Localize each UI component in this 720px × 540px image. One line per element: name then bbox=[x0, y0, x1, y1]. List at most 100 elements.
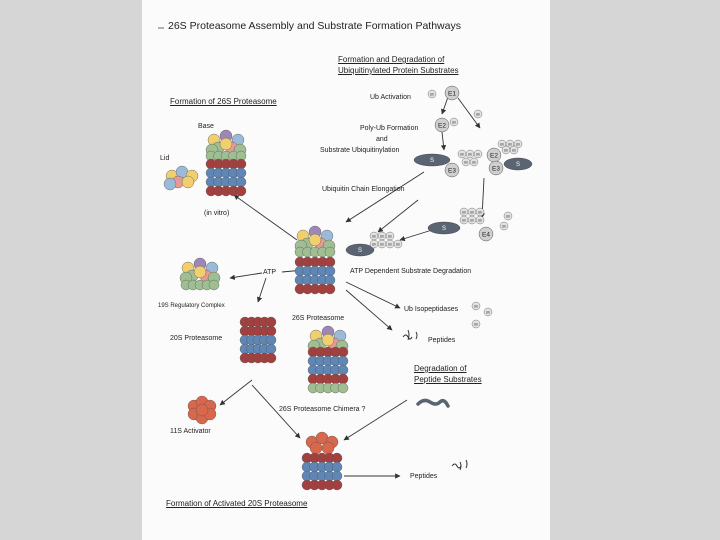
proteasome-26s-core bbox=[324, 256, 336, 268]
substrate-protein-elongated: S bbox=[442, 226, 446, 232]
proteasome-26s-cap-top bbox=[308, 233, 322, 247]
label-peptides-lower: Peptides bbox=[410, 473, 438, 480]
ub-tag bbox=[499, 221, 509, 231]
label-lid: Lid bbox=[160, 155, 170, 162]
ub-tag: Ub bbox=[476, 113, 481, 117]
proteasome-26s-chimera bbox=[321, 333, 335, 347]
header-ubiq-line1: Formation and Degradation of bbox=[338, 55, 445, 64]
ub-tag: Ub bbox=[502, 225, 507, 229]
ub-free: Ub bbox=[474, 305, 479, 309]
enzyme-e1: E1 bbox=[448, 91, 456, 98]
enzyme-e3: E3 bbox=[448, 168, 456, 175]
label-base: Base bbox=[198, 123, 214, 130]
arrow-atp-to-20s bbox=[256, 277, 267, 303]
lid-complex bbox=[181, 175, 195, 189]
peptide-squiggle-lower-1 bbox=[451, 463, 462, 469]
label-11s-activator: 11S Activator bbox=[170, 428, 211, 435]
substrate-protein-secondary bbox=[503, 157, 533, 171]
polyub-chain: Ub bbox=[388, 235, 393, 239]
arrow-atp-to-19s bbox=[229, 272, 263, 280]
ub-chain: Ub bbox=[460, 153, 465, 157]
proteasome-26s-chimera bbox=[337, 382, 349, 394]
proteasome-20s-core bbox=[265, 334, 277, 346]
regulatory-19s-complex bbox=[208, 279, 220, 291]
enzyme-e2-secondary: E2 bbox=[490, 153, 498, 160]
enzyme-e3 bbox=[444, 162, 460, 178]
enzyme-e1 bbox=[444, 85, 460, 101]
ub-chain-secondary: Ub bbox=[508, 143, 513, 147]
ub-tag bbox=[473, 109, 483, 119]
label-peptides-upper: Peptides bbox=[428, 337, 456, 344]
enzyme-e4 bbox=[478, 226, 494, 242]
label-26s-chimera: 26S Proteasome Chimera ? bbox=[279, 406, 366, 413]
ub-tag bbox=[427, 89, 437, 99]
substrate-with-polyub bbox=[345, 243, 375, 257]
pathway-arrows bbox=[219, 96, 485, 479]
label-26s-proteasome: 26S Proteasome bbox=[292, 315, 345, 322]
base-complex bbox=[219, 137, 233, 151]
label-poly-ub-line2: and bbox=[376, 136, 388, 143]
label-ub-isopeptidases: Ub Isopeptidases bbox=[404, 306, 459, 313]
base-20s-core bbox=[235, 176, 247, 188]
proteasome-20s-core bbox=[265, 316, 277, 328]
arrow-20s-to-11s bbox=[219, 379, 253, 406]
arrow-peptide-substrate-to-activated bbox=[343, 399, 408, 441]
ub-chain-secondary: Ub bbox=[512, 149, 517, 153]
peptide-squiggle-upper-3 bbox=[415, 331, 418, 340]
ub-chain-secondary bbox=[513, 139, 523, 149]
ub-tag bbox=[449, 117, 459, 127]
proteasome-26s-cap-top bbox=[324, 246, 336, 258]
proteasome-26s-chimera bbox=[337, 346, 349, 358]
polyub-chain: Ub bbox=[372, 235, 377, 239]
ub-chain-secondary: Ub bbox=[500, 143, 505, 147]
arrow-26s-to-peptides bbox=[345, 289, 393, 331]
arrow-to-base-lid bbox=[233, 194, 298, 241]
peptide-squiggle-lower-3 bbox=[465, 459, 468, 469]
proteasome-20s-core bbox=[265, 352, 277, 364]
proteasome-26s-core bbox=[324, 265, 336, 277]
lid-complex bbox=[163, 177, 177, 191]
ub-chain bbox=[469, 157, 479, 167]
label-chain-elongation: Ubiquitin Chain Elongation bbox=[322, 186, 405, 193]
ub-chain-secondary: Ub bbox=[504, 149, 509, 153]
ub-free bbox=[483, 307, 493, 317]
ub-chain: Ub bbox=[468, 153, 473, 157]
peptide-substrate-chain bbox=[416, 398, 450, 408]
ub-chain-elongated: Ub bbox=[462, 219, 467, 223]
proteasome-26s-chimera bbox=[337, 355, 349, 367]
header-ubiq-line2: Ubiquitinylated Protein Substrates bbox=[338, 66, 459, 75]
activated-20s-core bbox=[331, 461, 343, 473]
ub-chain bbox=[473, 149, 483, 159]
base-20s-core bbox=[235, 185, 247, 197]
ub-chain: Ub bbox=[472, 161, 477, 165]
proteasome-26s-chimera bbox=[337, 373, 349, 385]
arrow-e1-to-ub bbox=[457, 97, 481, 129]
ub-free: Ub bbox=[486, 311, 491, 315]
enzyme-e2 bbox=[434, 117, 450, 133]
label-19s-regulatory: 19S Regulatory Complex bbox=[158, 303, 225, 309]
ub-tag: Ub bbox=[452, 121, 457, 125]
ub-chain-secondary bbox=[509, 145, 519, 155]
proteasome-20s-core bbox=[265, 343, 277, 355]
enzyme-e4: E4 bbox=[482, 232, 490, 239]
arrow-e4-to-ub-chain bbox=[399, 229, 433, 242]
ub-chain-elongated: Ub bbox=[470, 219, 475, 223]
polyub-chain: Ub bbox=[372, 243, 377, 247]
regulatory-19s-complex bbox=[193, 265, 207, 279]
activated-20s-core bbox=[331, 470, 343, 482]
page-title: 26S Proteasome Assembly and Substrate Fo… bbox=[168, 20, 461, 32]
peptide-squiggle-upper-1 bbox=[402, 334, 413, 340]
label-poly-ub-line1: Poly-Ub Formation bbox=[360, 125, 419, 132]
enzyme-e3-secondary bbox=[488, 160, 504, 176]
label-poly-ub-line3: Substrate Ubiquitinylation bbox=[320, 147, 400, 154]
header-formation-26s: Formation of 26S Proteasome bbox=[170, 97, 277, 106]
ub-tag: Ub bbox=[430, 93, 435, 97]
ub-chain-elongated: Ub bbox=[478, 211, 483, 215]
ub-tag: Ub bbox=[506, 215, 511, 219]
enzyme-e3-secondary: E3 bbox=[492, 166, 500, 173]
base-20s-core bbox=[235, 158, 247, 170]
proteasome-26s-core bbox=[324, 274, 336, 286]
base-20s-core bbox=[235, 167, 247, 179]
arrow-26s-to-ub-iso bbox=[345, 281, 401, 309]
